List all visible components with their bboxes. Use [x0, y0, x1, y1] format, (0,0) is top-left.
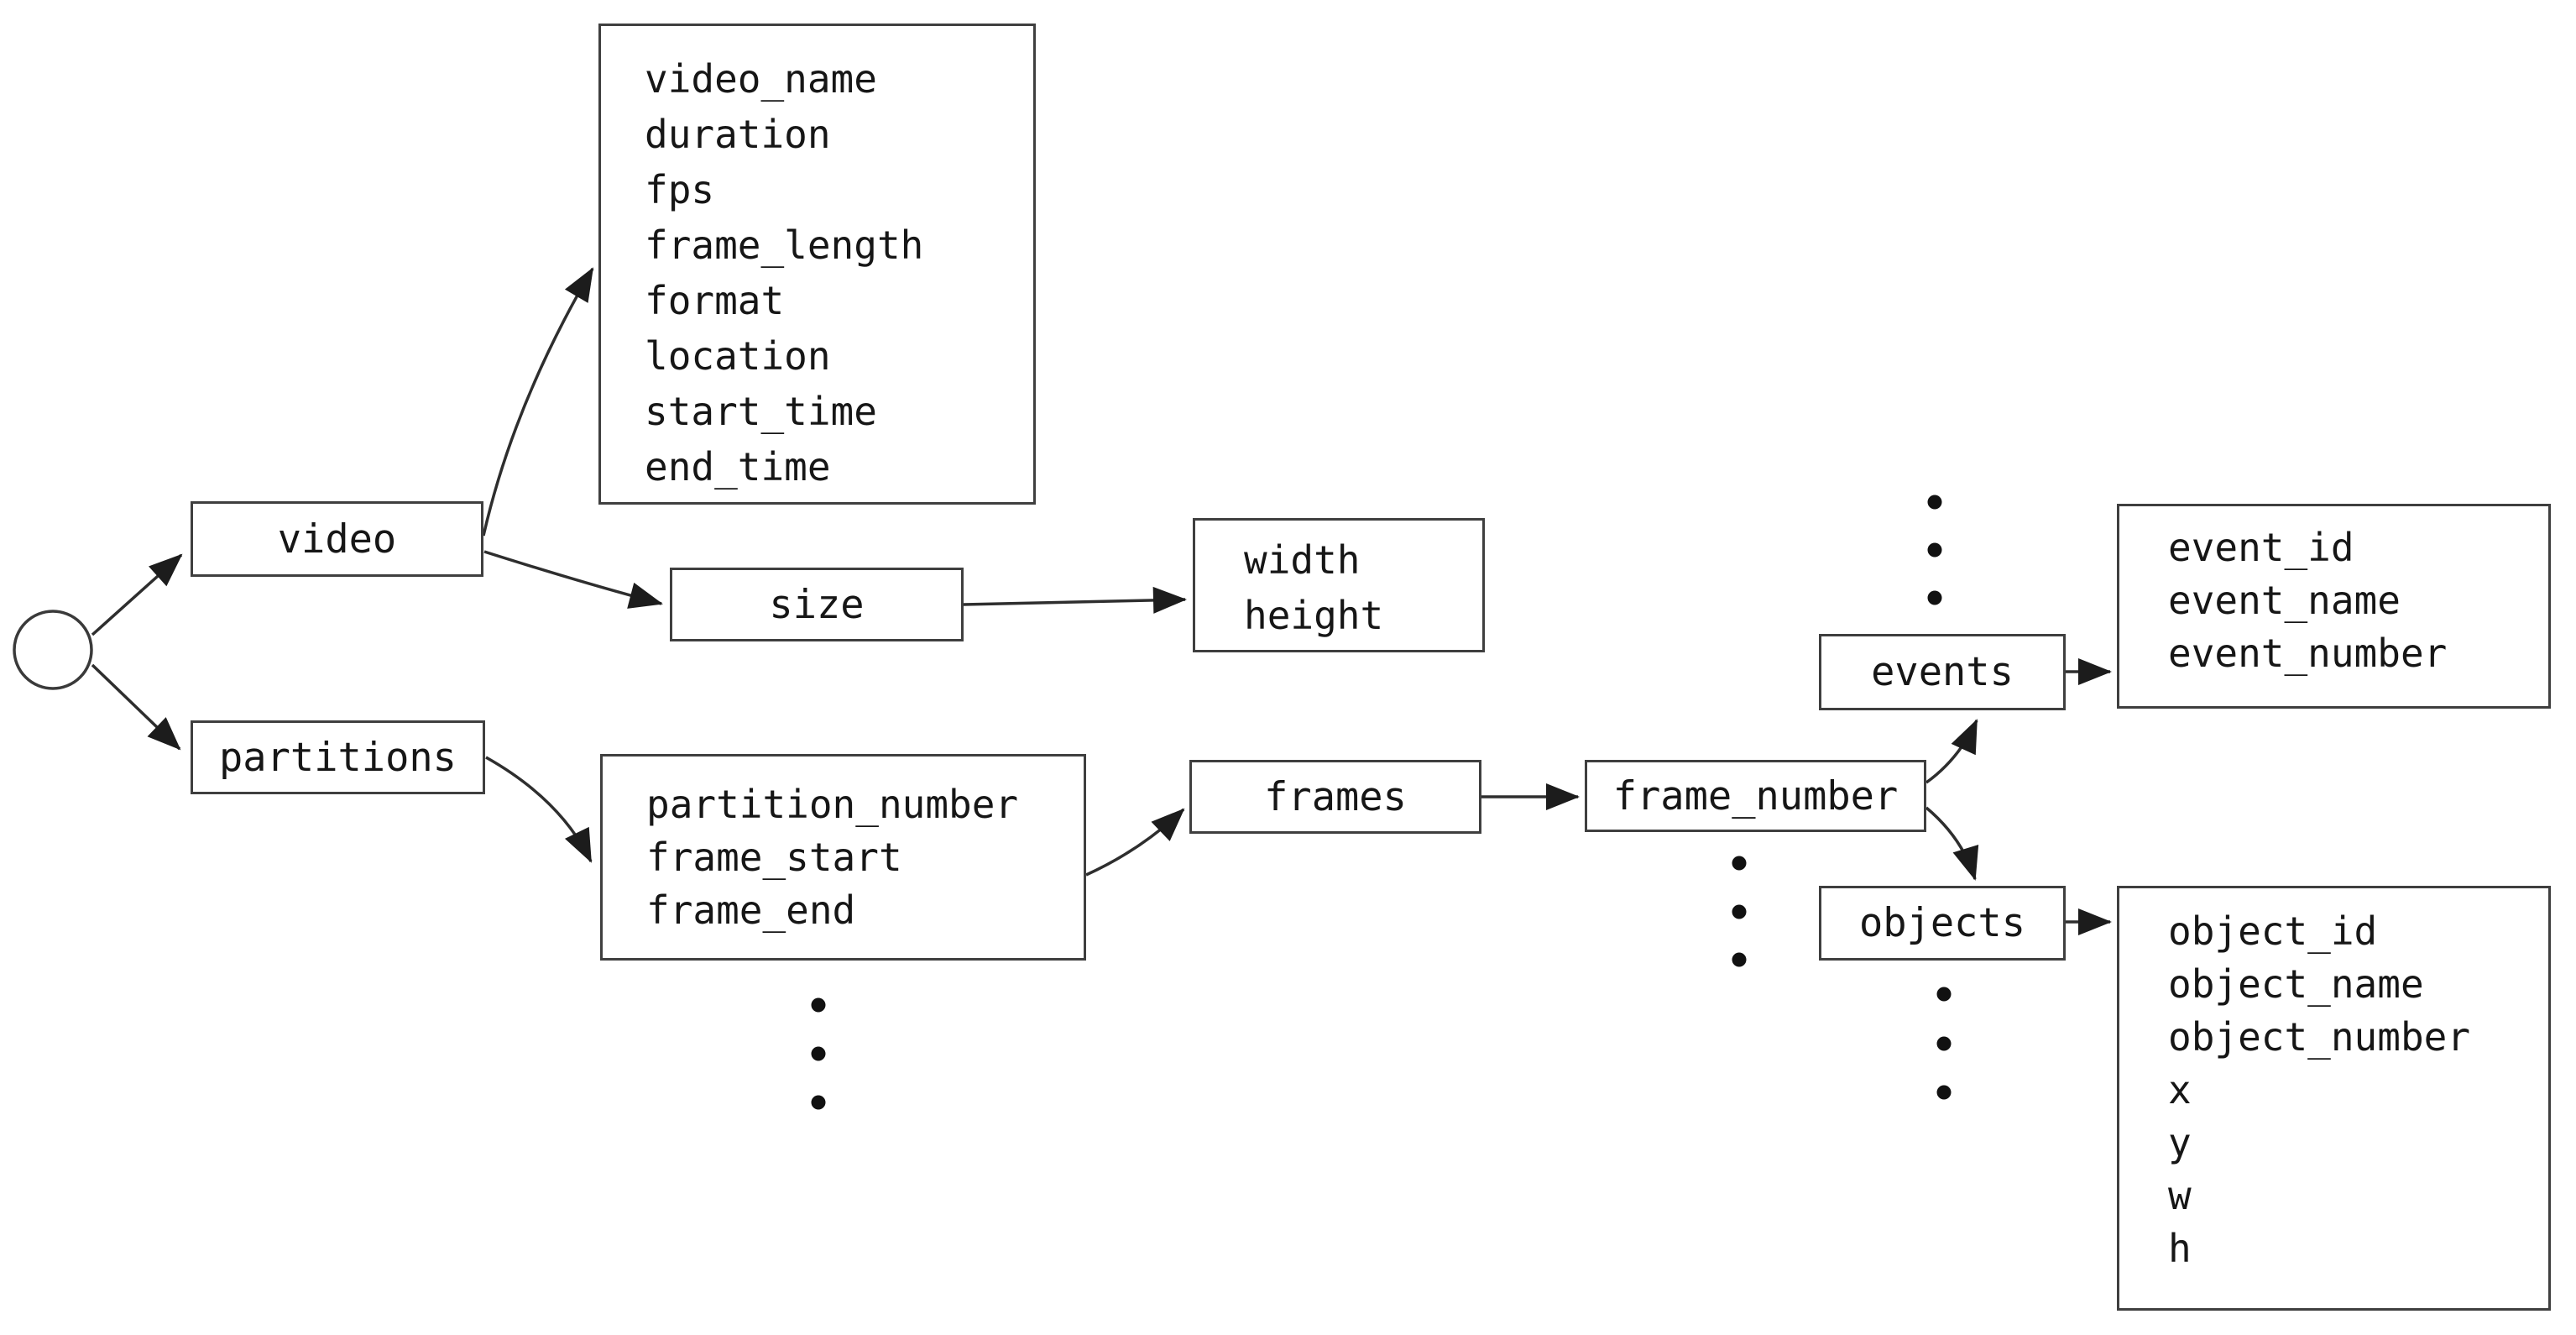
field-object_id: object_id — [2168, 908, 2378, 954]
ellipsis-below-partition-fields-icon — [811, 997, 826, 1110]
field-w: w — [2168, 1173, 2192, 1218]
edge-frame-number-objects — [1925, 806, 1979, 881]
edge-partitions-partition-fields — [485, 756, 593, 863]
node-size: size — [670, 568, 964, 641]
node-event-fields: event_id event_name event_number — [2117, 504, 2551, 709]
ellipsis-below-frame-number-icon — [1732, 856, 1747, 967]
field-width: width — [1244, 537, 1361, 583]
field-fps: fps — [645, 167, 715, 212]
field-y: y — [2168, 1120, 2192, 1165]
node-size-fields: width height — [1193, 518, 1485, 652]
field-x: x — [2168, 1067, 2192, 1112]
field-event_id: event_id — [2168, 525, 2354, 570]
edge-size-size-fields — [963, 586, 1187, 614]
field-duration: duration — [645, 112, 831, 157]
field-event_name: event_name — [2168, 578, 2401, 623]
edge-root-video — [91, 553, 183, 636]
field-end_time: end_time — [645, 444, 831, 490]
edge-root-partitions — [91, 663, 181, 751]
field-event_number: event_number — [2168, 631, 2448, 676]
field-location: location — [645, 333, 831, 379]
ellipsis-above-events-icon — [1927, 495, 1942, 605]
field-partition_number: partition_number — [646, 782, 1019, 827]
node-video: video — [191, 501, 483, 577]
field-h: h — [2168, 1226, 2192, 1271]
field-height: height — [1244, 593, 1384, 638]
root-node-circle — [13, 610, 93, 690]
field-start_time: start_time — [645, 389, 877, 434]
node-partition-fields: partition_number frame_start frame_end — [600, 754, 1086, 961]
node-frame-number: frame_number — [1585, 760, 1926, 832]
node-partitions: partitions — [191, 720, 485, 794]
field-frame_start: frame_start — [646, 835, 902, 880]
node-events: events — [1819, 634, 2066, 710]
node-objects: objects — [1819, 886, 2066, 961]
edge-frame-number-events — [1925, 719, 1978, 784]
edge-video-video-fields — [482, 267, 594, 537]
edge-video-size — [483, 550, 663, 609]
field-object_number: object_number — [2168, 1014, 2471, 1060]
field-video_name: video_name — [645, 56, 877, 102]
ellipsis-below-objects-icon — [1936, 987, 1952, 1100]
field-object_name: object_name — [2168, 961, 2424, 1007]
node-frames: frames — [1189, 760, 1481, 834]
field-frame_length: frame_length — [645, 222, 924, 268]
field-format: format — [645, 278, 785, 323]
field-frame_end: frame_end — [646, 887, 856, 933]
edge-partition-fields-frames — [1085, 808, 1185, 877]
